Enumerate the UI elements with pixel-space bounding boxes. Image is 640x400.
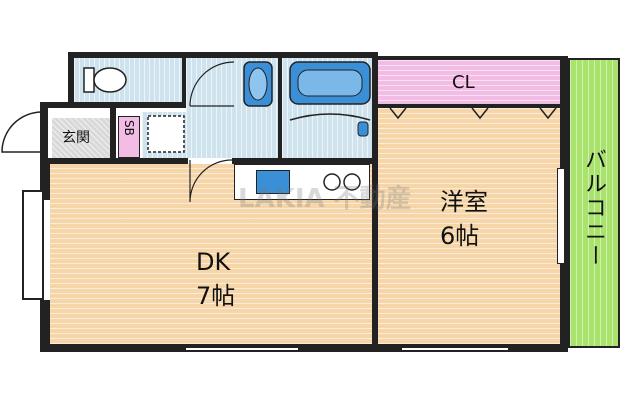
dk-door (189, 159, 233, 203)
bathtub-icon (289, 61, 371, 105)
wall-left-wet (68, 52, 74, 106)
wall-genkan-divider (110, 108, 116, 162)
washbasin-icon (243, 61, 273, 107)
wall-top-wet (68, 52, 378, 58)
stove-icon (323, 173, 361, 191)
western-room-name: 洋室 (440, 188, 488, 216)
sink-icon (256, 170, 290, 194)
wall-wet-divider (278, 58, 282, 158)
watermark: LAKIA 不動産 (238, 184, 412, 214)
closet-doors (389, 107, 557, 120)
entrance (52, 118, 110, 158)
wall-dk-top (48, 158, 188, 164)
shower-icon (289, 113, 371, 137)
closet-label: CL (452, 72, 475, 93)
wall-kitchen-top (232, 158, 372, 164)
entrance-label: 玄関 (62, 130, 90, 146)
dk-room-name: DK (196, 248, 231, 276)
bay-window (22, 190, 44, 300)
wall-top-closet (378, 56, 564, 60)
wall-under-toilet (40, 102, 186, 108)
western-window (402, 346, 508, 352)
wall-toilet-divider (182, 58, 186, 106)
wall-bottom (40, 344, 568, 352)
wall-mid (372, 58, 378, 350)
balcony (568, 58, 620, 348)
shoebox-label: SB (122, 120, 136, 136)
western-room (378, 108, 562, 344)
dk-room-size: 7帖 (196, 282, 236, 310)
toilet-icon (83, 67, 127, 93)
washing-machine-icon (147, 115, 185, 153)
shoebox (118, 116, 140, 158)
toilet-door (189, 61, 235, 107)
dk-window (186, 346, 298, 352)
entrance-door (1, 111, 43, 154)
wall-closet-bottom (378, 104, 560, 108)
wall-entrance-left (40, 102, 48, 166)
balcony-label: バルコニー (581, 148, 606, 268)
western-room-size: 6帖 (440, 222, 480, 250)
closet (378, 58, 562, 106)
balcony-sliding-door (557, 168, 565, 264)
wall-dk-left-lower (40, 300, 50, 350)
wall-dk-left (40, 160, 50, 200)
